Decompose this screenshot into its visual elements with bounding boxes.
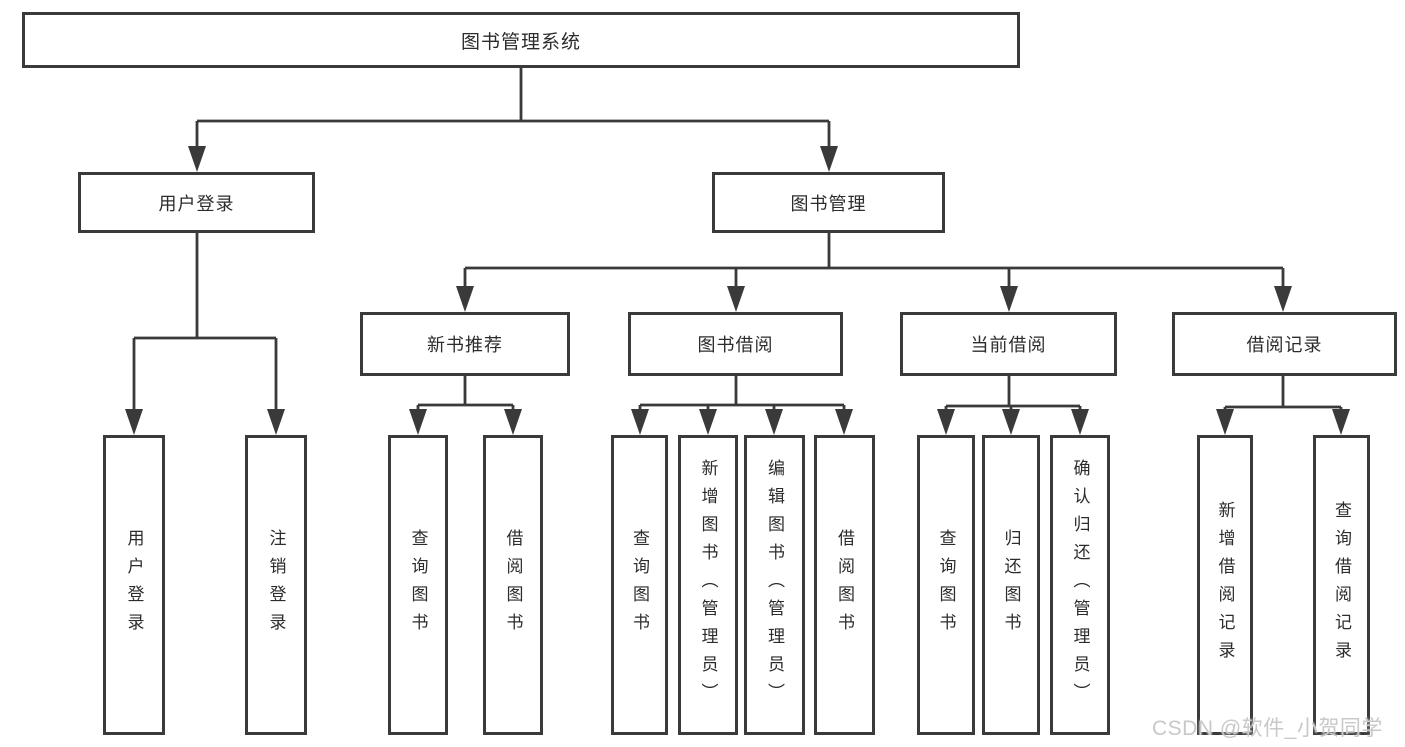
leaf-query-borrow-record: 查询借阅记录 bbox=[1313, 435, 1370, 735]
node-book-borrowing: 图书借阅 bbox=[628, 312, 843, 376]
leaf-label: 借阅图书 bbox=[835, 529, 854, 641]
leaf-query-books-current: 查询图书 bbox=[917, 435, 975, 735]
node-label: 新书推荐 bbox=[427, 335, 503, 355]
leaf-edit-book-admin: 编辑图书（管理员） bbox=[744, 435, 805, 735]
node-label: 图书借阅 bbox=[697, 335, 774, 355]
leaf-borrow-books-recommend: 借阅图书 bbox=[483, 435, 543, 735]
node-book-management: 图书管理 bbox=[712, 172, 945, 233]
leaf-confirm-return-admin: 确认归还（管理员） bbox=[1050, 435, 1110, 735]
leaf-label: 用户登录 bbox=[124, 529, 144, 641]
node-label: 图书管理 bbox=[790, 193, 867, 214]
leaf-return-books: 归还图书 bbox=[982, 435, 1040, 735]
leaf-label: 新增借阅记录 bbox=[1215, 501, 1235, 669]
node-new-book-recommend: 新书推荐 bbox=[360, 312, 570, 376]
leaf-label: 确认归还（管理员） bbox=[1070, 459, 1090, 711]
node-user-login: 用户登录 bbox=[78, 172, 315, 233]
watermark: CSDN @软件_小贺同学 bbox=[1152, 717, 1383, 740]
leaf-label: 查询图书 bbox=[630, 529, 649, 641]
leaf-label: 注销登录 bbox=[266, 529, 286, 641]
leaf-label: 归还图书 bbox=[1001, 529, 1021, 641]
node-label: 图书管理系统 bbox=[460, 31, 581, 53]
node-label: 当前借阅 bbox=[970, 335, 1047, 355]
node-borrowing-records: 借阅记录 bbox=[1172, 312, 1397, 376]
node-label: 借阅记录 bbox=[1246, 335, 1323, 355]
leaf-logout: 注销登录 bbox=[245, 435, 307, 735]
leaf-user-login: 用户登录 bbox=[103, 435, 165, 735]
node-library-management-system: 图书管理系统 bbox=[22, 12, 1020, 68]
node-label: 用户登录 bbox=[158, 193, 235, 214]
leaf-label: 编辑图书（管理员） bbox=[765, 459, 784, 711]
leaf-label: 借阅图书 bbox=[503, 529, 523, 641]
leaf-label: 查询图书 bbox=[936, 529, 956, 641]
leaf-label: 查询借阅记录 bbox=[1332, 501, 1351, 669]
leaf-query-books-recommend: 查询图书 bbox=[388, 435, 448, 735]
leaf-add-borrow-record: 新增借阅记录 bbox=[1197, 435, 1253, 735]
leaf-add-book-admin: 新增图书（管理员） bbox=[678, 435, 738, 735]
leaf-borrow-books-borrowing: 借阅图书 bbox=[814, 435, 875, 735]
node-current-borrowing: 当前借阅 bbox=[900, 312, 1117, 376]
leaf-query-books-borrowing: 查询图书 bbox=[611, 435, 668, 735]
leaf-label: 新增图书（管理员） bbox=[698, 459, 718, 711]
leaf-label: 查询图书 bbox=[408, 529, 428, 641]
